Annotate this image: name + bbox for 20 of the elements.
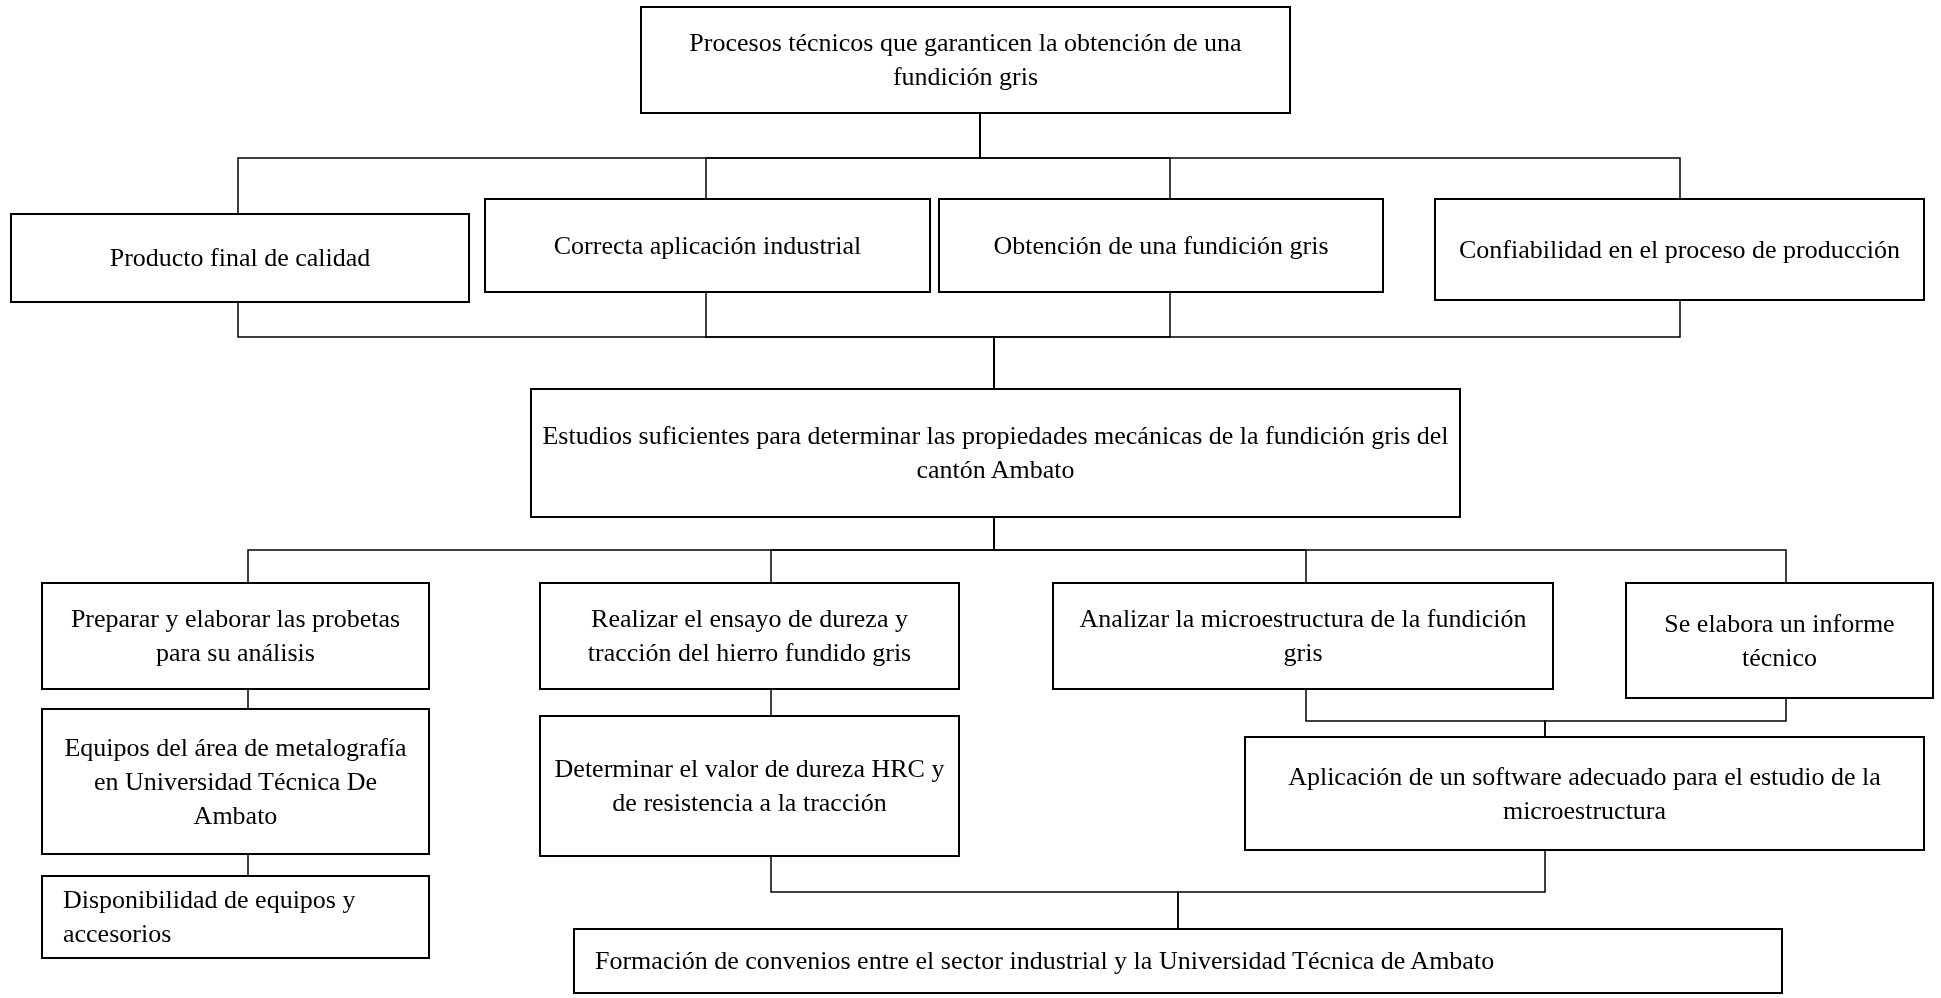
text-box: Preparar y elaborar las probetas para su análisis	[41, 582, 430, 690]
text-box: Analizar la microestructura de la fundición gris	[1052, 582, 1554, 690]
text-box: Obtención de una fundición gris	[938, 198, 1384, 293]
text-box: Estudios suficientes para determinar las propiedades mecánicas de la fundición gris del cantón Ambato	[530, 388, 1461, 518]
connector-line	[1544, 698, 1787, 737]
text-box: Disponibilidad de equipos y accesorios	[41, 875, 430, 959]
text-box: Producto final de calidad	[10, 213, 470, 303]
connector-line	[770, 689, 772, 716]
text-box: Aplicación de un software adecuado para el estudio de la microestructura	[1244, 736, 1925, 851]
connector-line	[247, 689, 249, 709]
text-box: Realizar el ensayo de dureza y tracción del hierro fundido gris	[539, 582, 960, 690]
text-box: Formación de convenios entre el sector industrial y la Universidad Técnica de Ambato	[573, 928, 1783, 994]
text-box: Equipos del área de metalografía en Universidad Técnica De Ambato	[41, 708, 430, 855]
text-box: Determinar el valor de dureza HRC y de resistencia a la tracción	[539, 715, 960, 857]
text-box: Confiabilidad en el proceso de producción	[1434, 198, 1925, 301]
text-box: Procesos técnicos que garanticen la obtención de una fundición gris	[640, 6, 1291, 114]
connector-line	[1177, 850, 1546, 929]
text-box: Correcta aplicación industrial	[484, 198, 931, 293]
connector-line	[247, 854, 249, 876]
text-box: Se elabora un informe técnico	[1625, 582, 1934, 699]
